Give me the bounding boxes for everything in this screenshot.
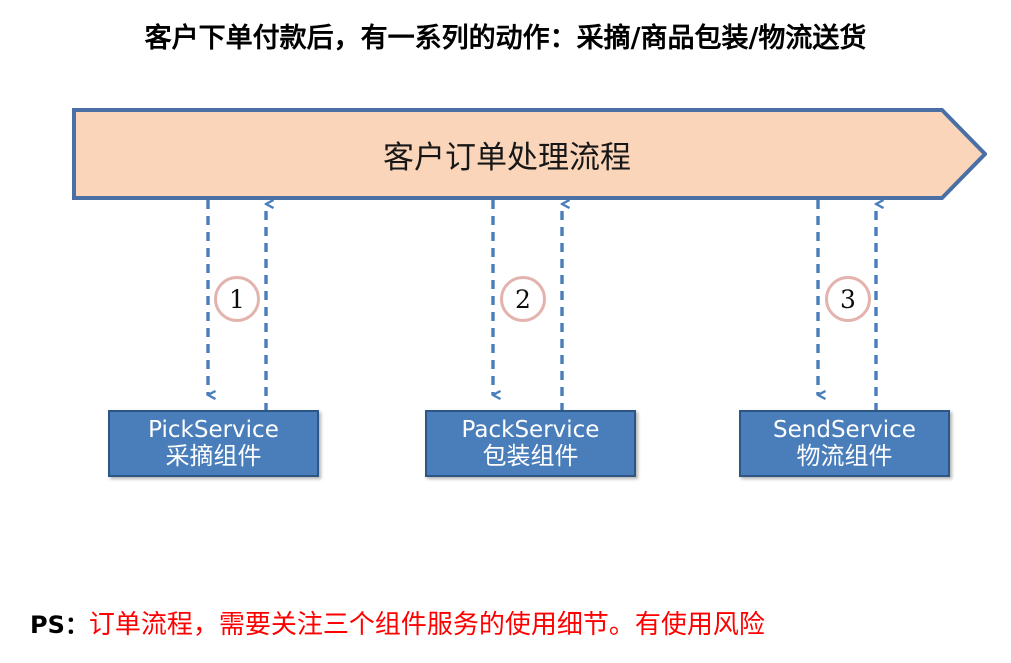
- footnote-text: 订单流程，需要关注三个组件服务的使用细节。有使用风险: [88, 610, 765, 640]
- service-box-packservice[interactable]: PackService 包装组件: [425, 410, 636, 477]
- process-banner: 客户订单处理流程: [72, 108, 987, 200]
- service-name-cn: 采摘组件: [165, 441, 262, 470]
- service-name-cn: 物流组件: [796, 441, 893, 470]
- service-box-pickservice[interactable]: PickService 采摘组件: [108, 410, 319, 477]
- service-name-cn: 包装组件: [482, 441, 579, 470]
- step-number-1: 1: [214, 276, 260, 322]
- service-name-en: PackService: [461, 416, 600, 443]
- step-number-3: 3: [825, 276, 871, 322]
- service-name-en: PickService: [148, 416, 279, 443]
- footnote-prefix: PS：: [30, 611, 89, 639]
- step-number-2: 2: [500, 276, 546, 322]
- banner-chevron-shape: [72, 108, 987, 200]
- footnote: PS：订单流程，需要关注三个组件服务的使用细节。有使用风险: [30, 604, 765, 641]
- banner-label: 客户订单处理流程: [383, 139, 631, 176]
- service-box-sendservice[interactable]: SendService 物流组件: [739, 410, 950, 477]
- service-name-en: SendService: [773, 416, 916, 443]
- page-title: 客户下单付款后，有一系列的动作：采摘/商品包装/物流送货: [144, 23, 867, 54]
